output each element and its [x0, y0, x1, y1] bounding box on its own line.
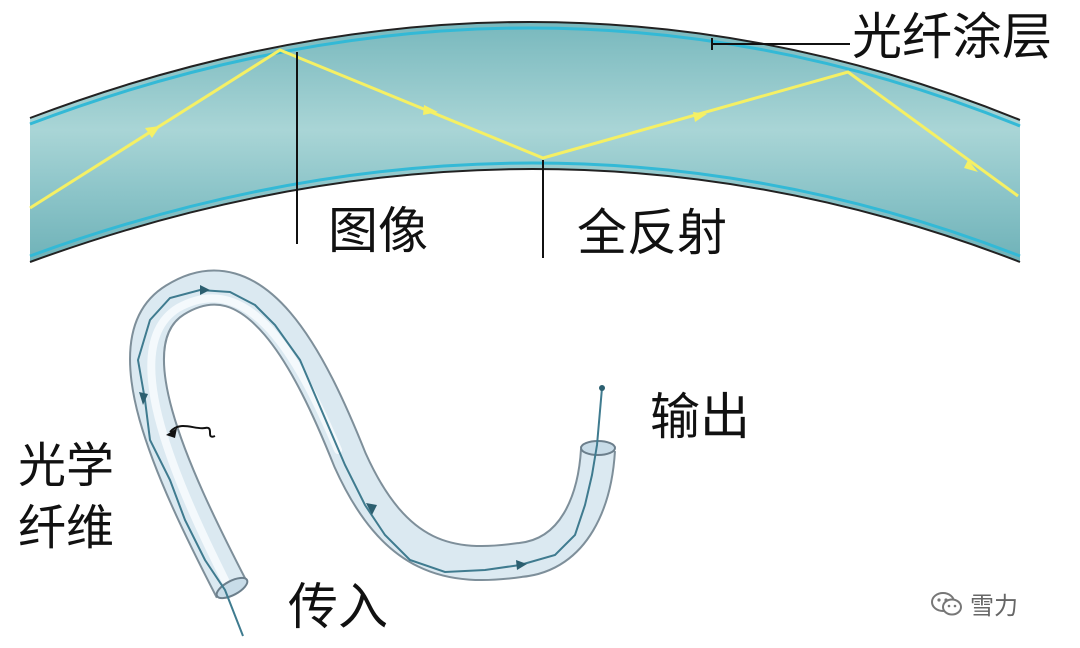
- ray-arrow: [423, 105, 438, 115]
- output-label: 输出: [650, 388, 750, 446]
- total-reflection-label: 全反射: [577, 204, 727, 262]
- fiber-label-pointer: [169, 424, 216, 438]
- fiber-label-pointer-arrow: [166, 428, 177, 438]
- input-label: 传入: [288, 578, 388, 636]
- path-arrow: [516, 560, 527, 570]
- internal-light-path: [136, 288, 603, 637]
- fiber-tube-highlight: [147, 294, 342, 584]
- fiber-band-body: [30, 21, 1020, 262]
- light-ray: [29, 48, 1019, 210]
- fiber-tube-body: [130, 271, 614, 598]
- watermark: 雪力: [930, 586, 1018, 621]
- watermark-text: 雪力: [970, 592, 1018, 620]
- fiber-coating-outer-edge: [29, 21, 1021, 121]
- path-arrow: [139, 392, 148, 405]
- optical-fiber-label-line1: 光学: [18, 438, 115, 494]
- fiber-lower-outer-edge: [29, 168, 1021, 263]
- fiber-input-end: [215, 576, 249, 600]
- optical-fiber-label-line2: 纤维: [18, 500, 115, 556]
- fiber-lower-inner-edge: [29, 161, 1021, 258]
- fiber-s-curve: [128, 269, 616, 637]
- fiber-band-top: [29, 21, 1021, 263]
- coating-label: 光纤涂层: [852, 8, 1052, 66]
- wechat-icon: [931, 591, 962, 615]
- ray-arrow: [964, 160, 978, 172]
- output-point: [599, 385, 605, 391]
- path-arrow: [366, 503, 377, 515]
- fiber-coating-inner-edge: [29, 26, 1021, 128]
- ray-arrow: [693, 112, 707, 122]
- path-arrow: [200, 285, 210, 295]
- image-label: 图像: [328, 202, 428, 260]
- ray-arrow: [145, 126, 160, 138]
